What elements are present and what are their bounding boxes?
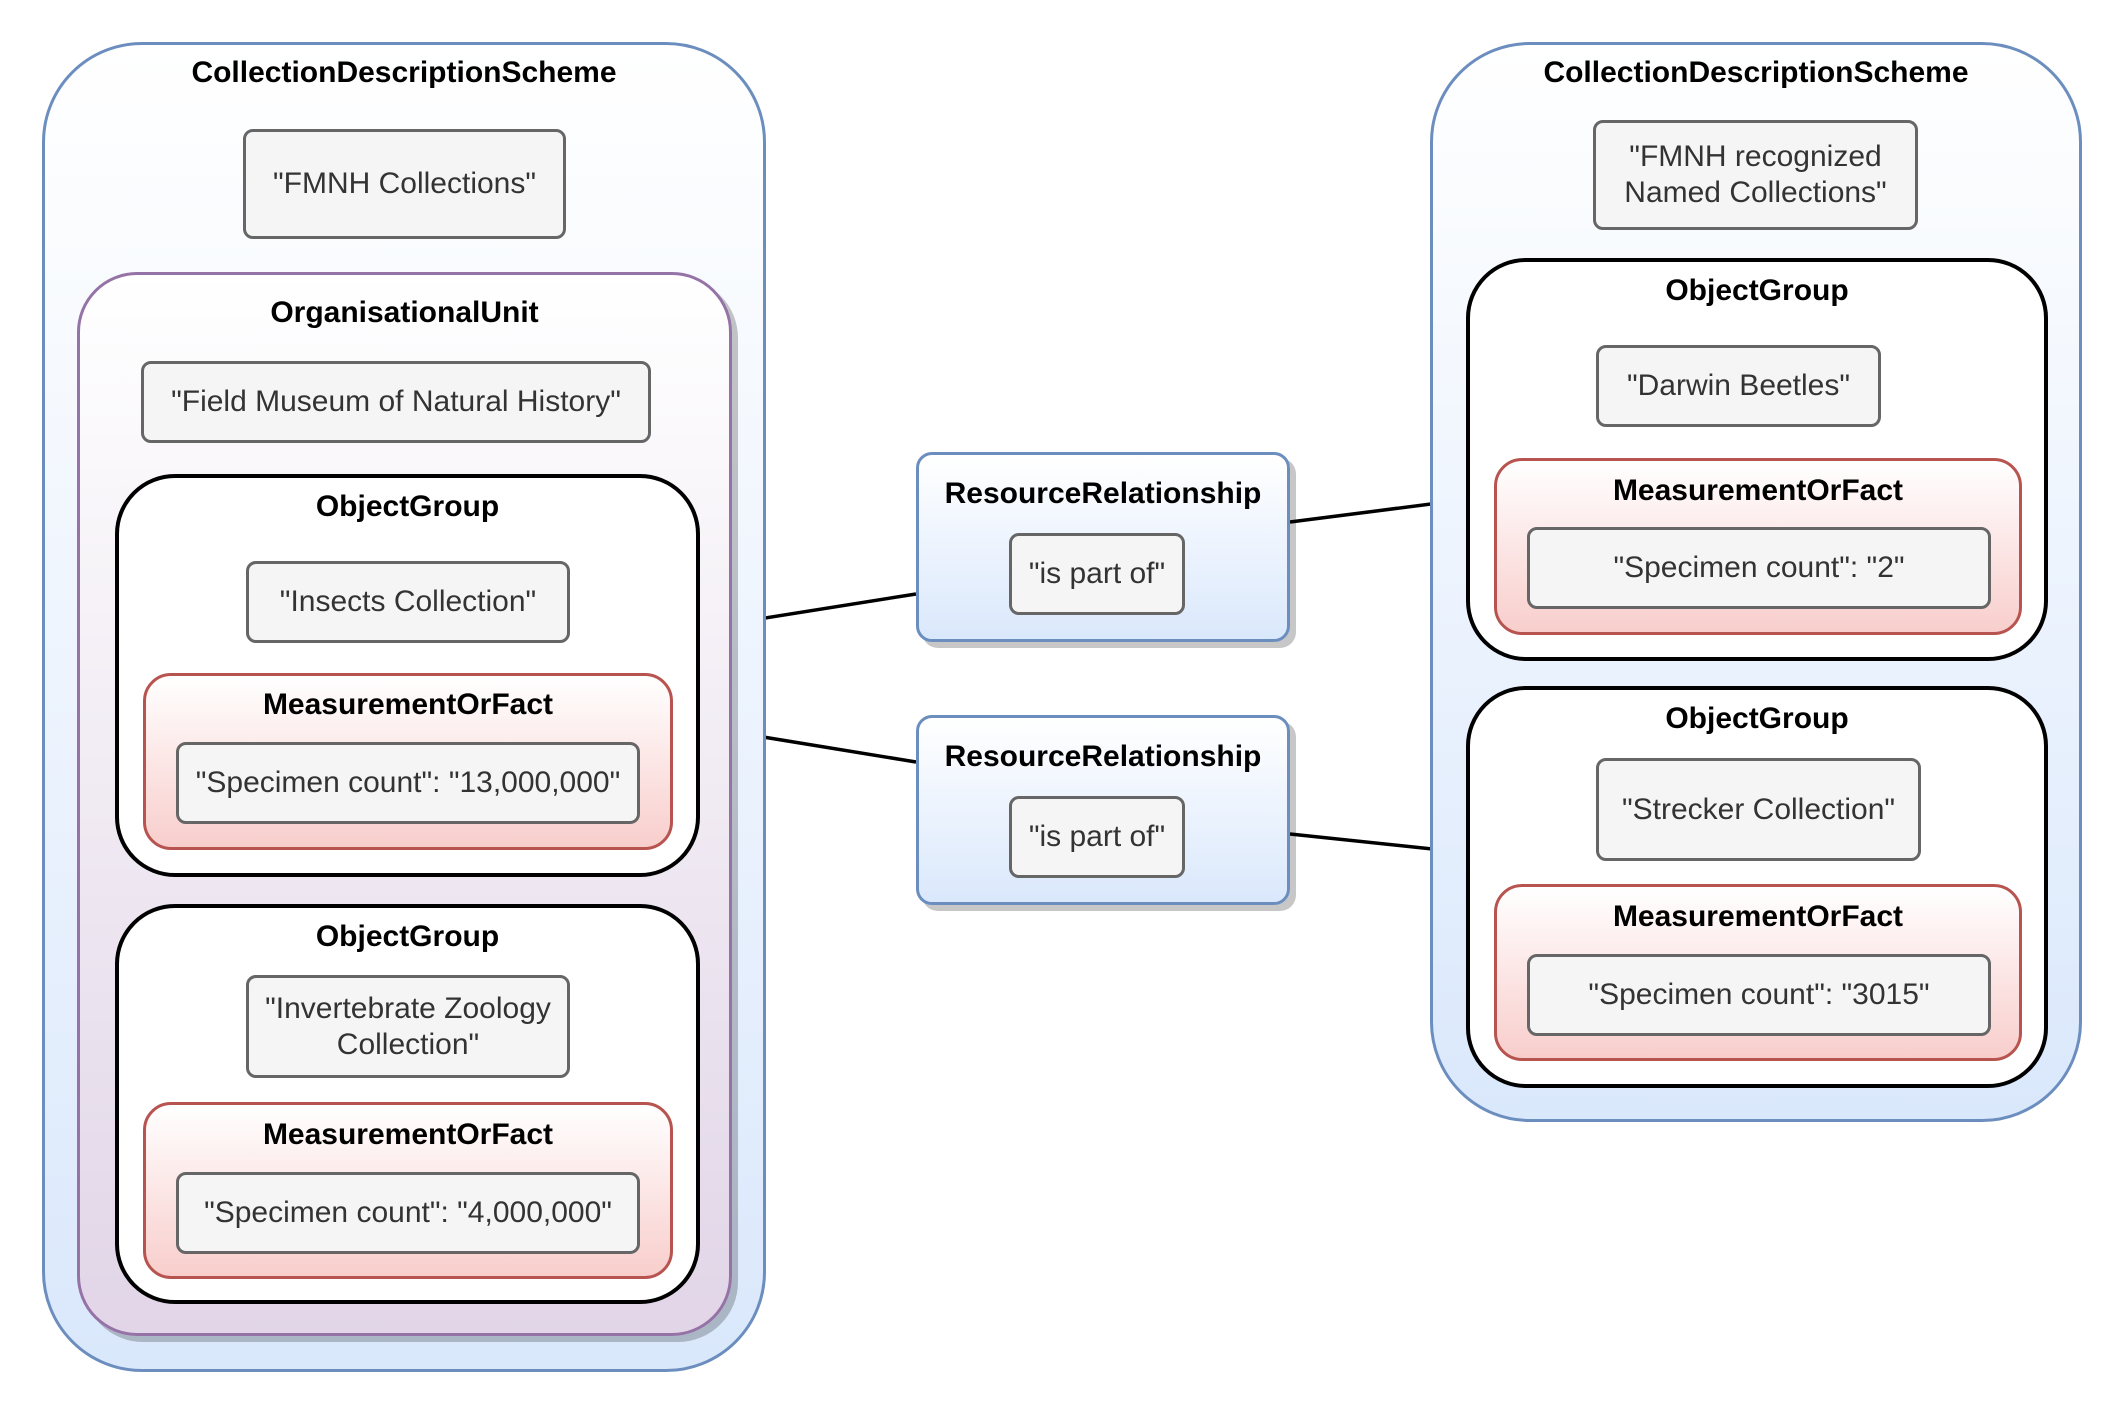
object-group-insects-name: "Insects Collection" xyxy=(246,561,570,643)
measurement-insects-value: "Specimen count": "13,000,000" xyxy=(176,742,640,824)
measurement-invertebrate-title: MeasurementOrFact xyxy=(262,1118,554,1151)
measurement-invertebrate-value: "Specimen count": "4,000,000" xyxy=(176,1172,640,1254)
object-group-darwin-beetles-title: ObjectGroup xyxy=(1665,274,1849,307)
organisational-unit-title: OrganisationalUnit xyxy=(270,296,539,329)
resource-relationship-1-value: "is part of" xyxy=(1009,533,1185,615)
measurement-strecker-value: "Specimen count": "3015" xyxy=(1527,954,1991,1036)
resource-relationship-1-title: ResourceRelationship xyxy=(944,477,1262,510)
right-scheme-name: "FMNH recognized Named Collections" xyxy=(1593,120,1918,230)
object-group-darwin-beetles-name: "Darwin Beetles" xyxy=(1596,345,1881,427)
left-scheme-name: "FMNH Collections" xyxy=(243,129,566,239)
object-group-invertebrate-name: "Invertebrate Zoology Collection" xyxy=(246,975,570,1078)
object-group-invertebrate-title: ObjectGroup xyxy=(315,920,500,953)
object-group-insects-title: ObjectGroup xyxy=(315,490,500,523)
measurement-insects-title: MeasurementOrFact xyxy=(262,688,554,721)
right-scheme-title: CollectionDescriptionScheme xyxy=(1543,56,1969,89)
object-group-strecker-name: "Strecker Collection" xyxy=(1596,758,1921,861)
resource-relationship-2-value: "is part of" xyxy=(1009,796,1185,878)
object-group-strecker-title: ObjectGroup xyxy=(1665,702,1849,735)
measurement-darwin-beetles-title: MeasurementOrFact xyxy=(1612,474,1904,507)
measurement-darwin-beetles-value: "Specimen count": "2" xyxy=(1527,527,1991,609)
resource-relationship-2-title: ResourceRelationship xyxy=(944,740,1262,773)
left-scheme-title: CollectionDescriptionScheme xyxy=(191,56,617,89)
organisational-unit-name: "Field Museum of Natural History" xyxy=(141,361,651,443)
measurement-strecker-title: MeasurementOrFact xyxy=(1612,900,1904,933)
